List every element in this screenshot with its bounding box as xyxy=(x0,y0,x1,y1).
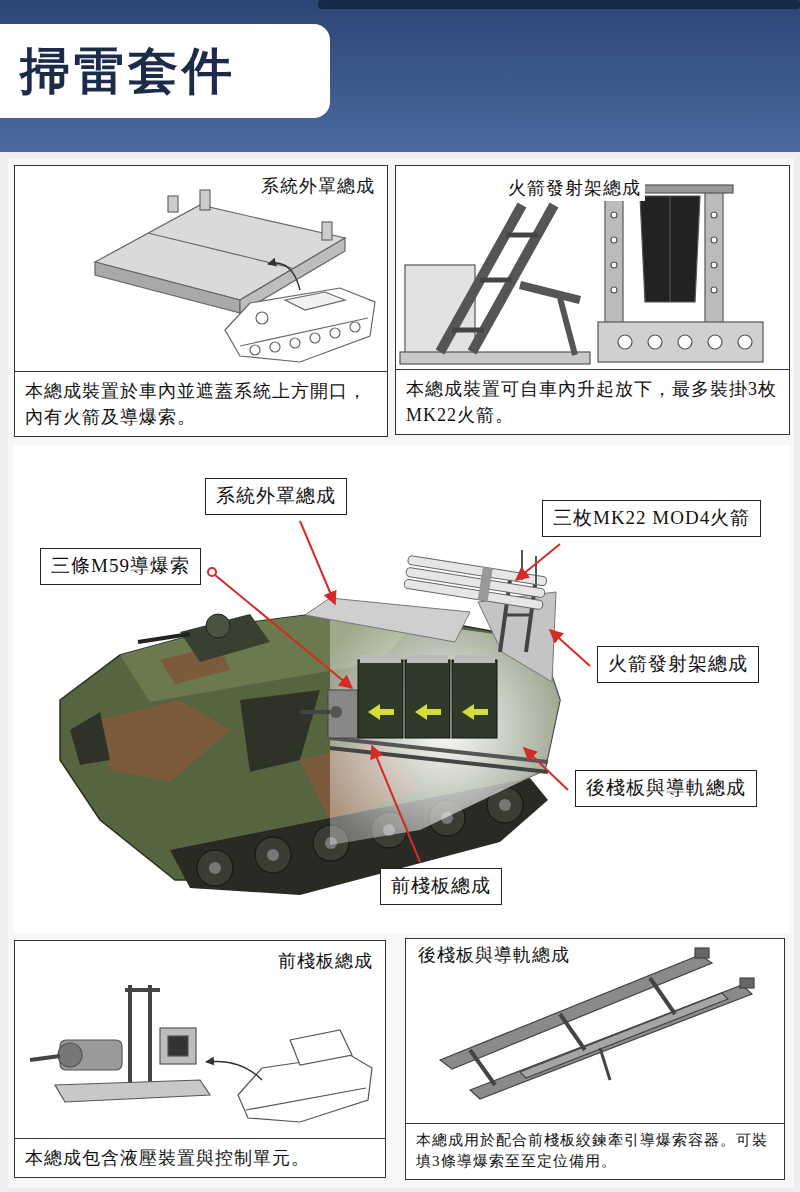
callout-box: 系統外罩總成 xyxy=(205,478,347,515)
title-plate: 掃雷套件 xyxy=(0,24,330,118)
description-text: 本總成裝置於車內並遮蓋系統上方開口，內有火箭及導爆索。 xyxy=(25,378,377,430)
description-text: 本總成用於配合前棧板絞鍊牽引導爆索容器。可裝填3條導爆索至至定位備用。 xyxy=(416,1130,774,1174)
assembly-panel: 後棧板與導軌總成本總成用於配合前棧板絞鍊牽引導爆索容器。可裝填3條導爆索至至定位… xyxy=(405,938,785,1180)
callout-label: 三枚MK22 MOD4火箭 xyxy=(553,506,750,531)
callout-label: 系統外罩總成 xyxy=(216,484,336,509)
page-title: 掃雷套件 xyxy=(20,44,236,99)
callout-label: 三條M59導爆索 xyxy=(51,554,190,579)
assembly-panel: 系統外罩總成本總成裝置於車內並遮蓋系統上方開口，內有火箭及導爆索。 xyxy=(14,165,388,437)
leader-lines xyxy=(208,521,590,862)
assembly-panel: 前棧板總成本總成包含液壓裝置與控制單元。 xyxy=(14,940,386,1178)
panel-heading: 前棧板總成 xyxy=(274,949,377,974)
callout-label: 前棧板總成 xyxy=(391,874,491,899)
callout-box: 前棧板總成 xyxy=(380,868,502,905)
description-box: 本總成裝置可自車內升起放下，最多裝掛3枚MK22火箭。 xyxy=(396,369,789,434)
callout-box: 三枚MK22 MOD4火箭 xyxy=(542,500,761,537)
description-box: 本總成包含液壓裝置與控制單元。 xyxy=(15,1138,385,1177)
callout-box: 後棧板與導軌總成 xyxy=(575,770,757,807)
callout-box: 三條M59導爆索 xyxy=(40,548,201,585)
panel-heading: 火箭發射架總成 xyxy=(504,176,645,201)
description-box: 本總成裝置於車內並遮蓋系統上方開口，內有火箭及導爆索。 xyxy=(15,371,387,436)
description-text: 本總成包含液壓裝置與控制單元。 xyxy=(25,1145,375,1171)
header-band xyxy=(0,0,800,152)
callout-box: 火箭發射架總成 xyxy=(597,646,759,683)
launcher-drawing xyxy=(400,185,763,364)
rail-drawing xyxy=(440,948,754,1099)
callout-label: 火箭發射架總成 xyxy=(608,652,748,677)
panel-heading: 後棧板與導軌總成 xyxy=(414,943,574,968)
front-pallet-drawing xyxy=(30,985,372,1122)
vehicle-drawing xyxy=(60,550,560,895)
cover-drawing xyxy=(95,190,375,362)
description-box: 本總成用於配合前棧板絞鍊牽引導爆索容器。可裝填3條導爆索至至定位備用。 xyxy=(406,1123,784,1180)
panel-heading: 系統外罩總成 xyxy=(257,174,379,199)
description-text: 本總成裝置可自車內升起放下，最多裝掛3枚MK22火箭。 xyxy=(406,376,779,428)
callout-label: 後棧板與導軌總成 xyxy=(586,776,746,801)
assembly-panel: 火箭發射架總成本總成裝置可自車內升起放下，最多裝掛3枚MK22火箭。 xyxy=(395,165,790,435)
